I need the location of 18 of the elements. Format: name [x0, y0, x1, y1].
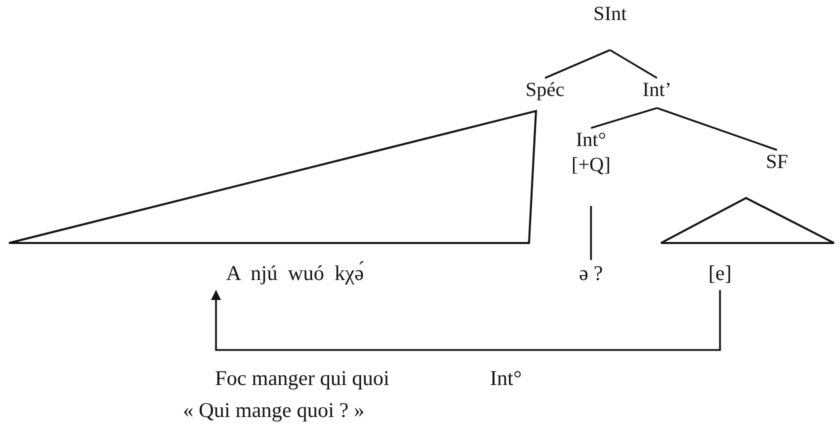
tree-branch-line: [590, 107, 658, 129]
translation-text: « Qui mange quoi ? »: [183, 398, 364, 424]
gloss-text: Foc manger qui quoi: [215, 366, 390, 392]
sentence-word: ə ?: [579, 260, 603, 286]
tree-node-label: Int°: [576, 128, 606, 153]
tree-branch-line: [610, 49, 658, 79]
tree-node-label: Spéc: [526, 78, 564, 103]
sentence-word: A njú wuó kχə́: [226, 260, 364, 286]
tree-node-label: [+Q]: [571, 153, 611, 178]
gloss-text: Int°: [490, 366, 522, 392]
tree-node-label: SF: [766, 150, 788, 175]
tree-branch-line: [656, 107, 778, 151]
tree-node-label: SInt: [593, 2, 627, 27]
arrow: [211, 290, 721, 351]
sentence-word: [e]: [708, 260, 732, 286]
tree-branch-line: [544, 49, 610, 79]
tree-node-label: Int’: [642, 78, 672, 103]
tree-branch-line: [590, 206, 592, 260]
